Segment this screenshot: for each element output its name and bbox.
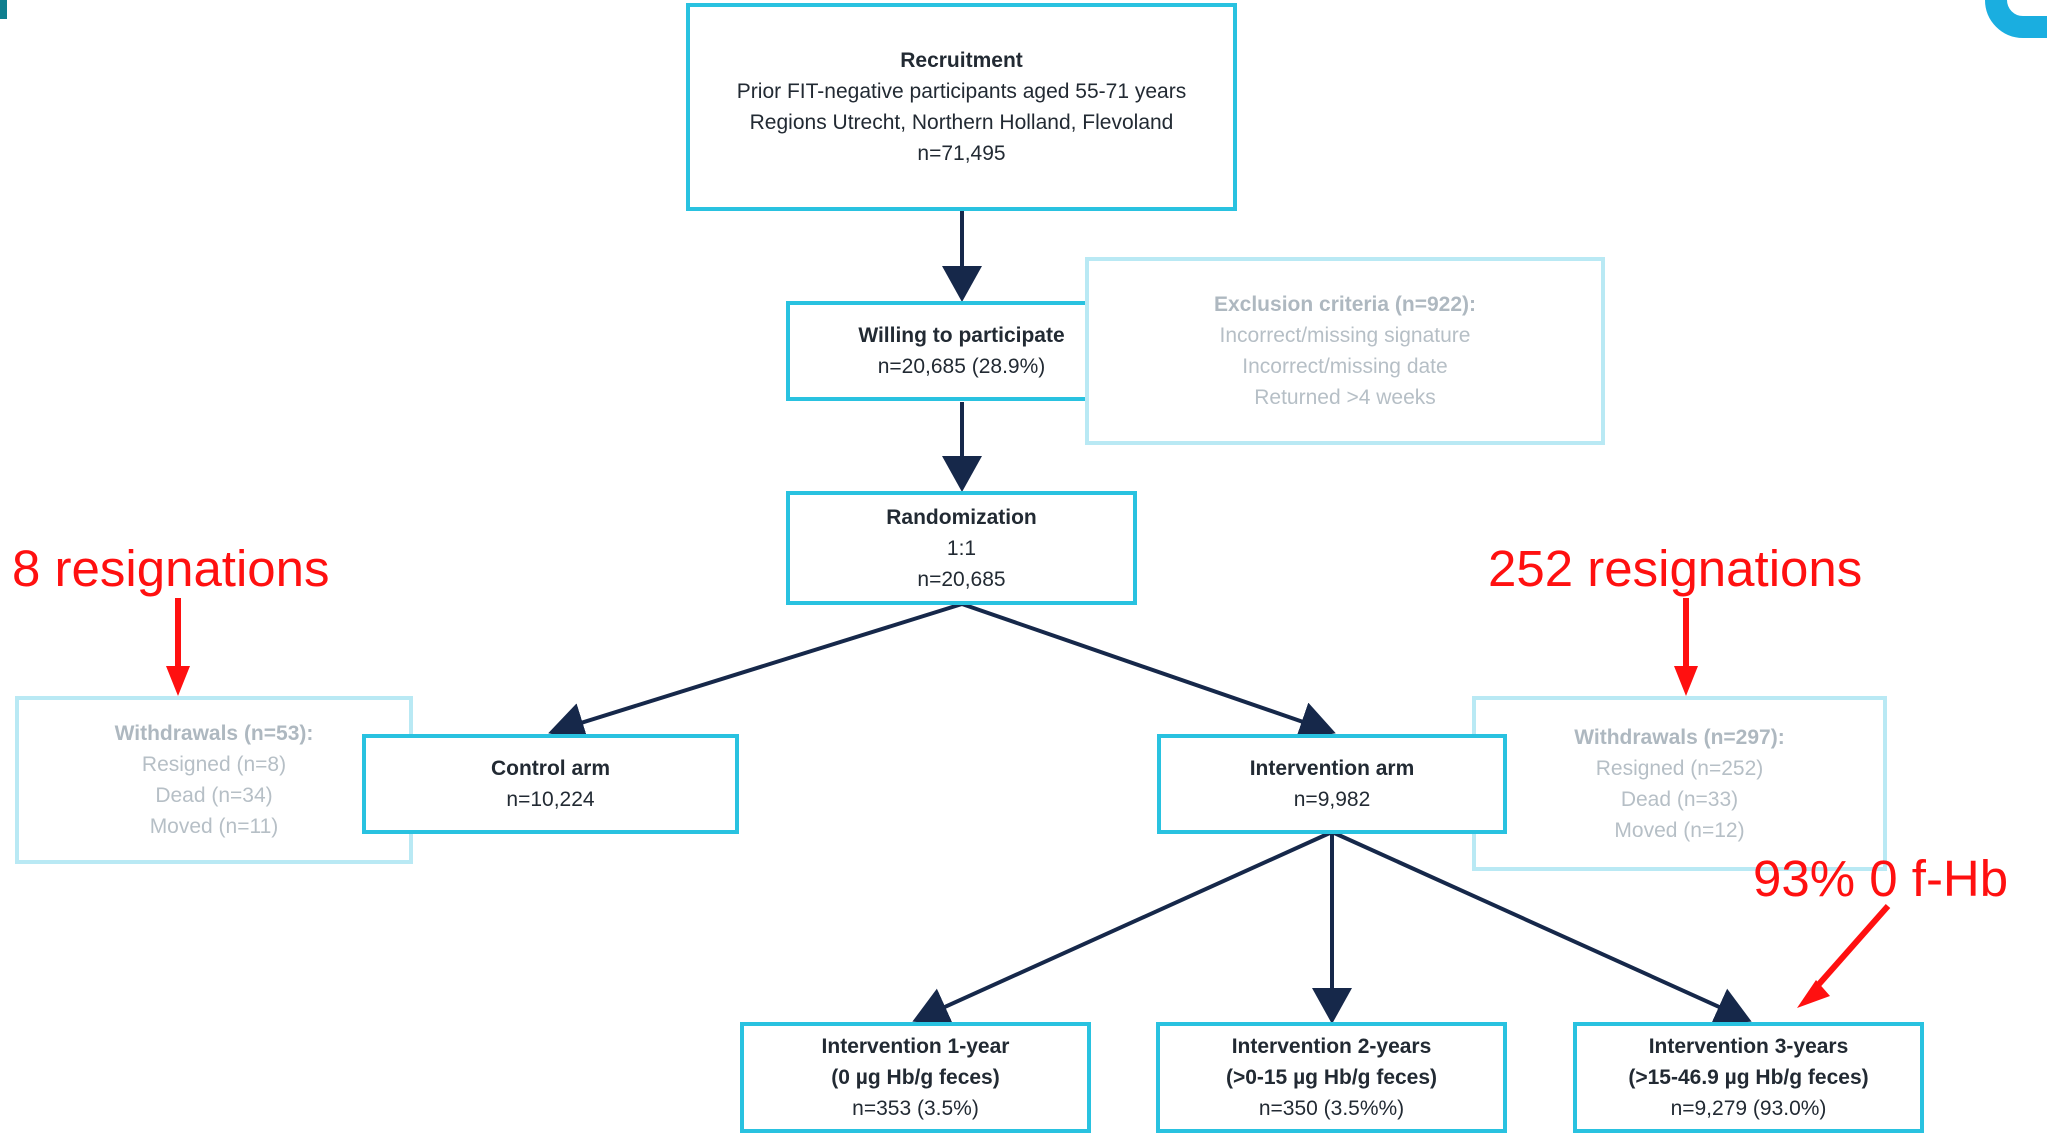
- randomization-title: Randomization: [886, 505, 1037, 529]
- exclusion-line-1: Incorrect/missing signature: [1219, 324, 1471, 347]
- arrow-randomization-to-intervention: [961, 602, 1336, 741]
- annotation-right: 252 resignations: [1488, 540, 1863, 597]
- exclusion-line-2: Incorrect/missing date: [1242, 355, 1448, 378]
- arrow-intervention-to-group-1: [912, 830, 1333, 1026]
- intervention-arm-count: n=9,982: [1293, 788, 1371, 811]
- exclusion-line-3: Returned >4 weeks: [1254, 386, 1436, 409]
- intervention-1-year-box: Intervention 1-year (0 µg Hb/g feces) n=…: [740, 1022, 1091, 1133]
- group-1-range: (0 µg Hb/g feces): [831, 1066, 1000, 1089]
- group-1-count: n=353 (3.5%): [852, 1097, 979, 1120]
- withdrawals-control-resigned: Resigned (n=8): [141, 753, 287, 776]
- withdrawals-intervention-title: Withdrawals (n=297):: [1574, 725, 1785, 749]
- randomization-ratio: 1:1: [946, 536, 977, 560]
- willing-title: Willing to participate: [858, 324, 1065, 347]
- withdrawals-intervention-box: Withdrawals (n=297): Resigned (n=252) De…: [1472, 696, 1887, 871]
- intervention-2-years-box: Intervention 2-years (>0-15 µg Hb/g fece…: [1156, 1022, 1507, 1133]
- withdrawals-control-title: Withdrawals (n=53):: [114, 722, 314, 745]
- withdrawals-control-dead: Dead (n=34): [155, 784, 273, 807]
- randomization-box: Randomization 1:1 n=20,685: [786, 491, 1137, 605]
- withdrawals-intervention-resigned: Resigned (n=252): [1595, 756, 1764, 780]
- annotation-arrow-bottom-head: [1797, 980, 1830, 1008]
- control-arm-count: n=10,224: [506, 788, 595, 811]
- group-3-count: n=9,279 (93.0%): [1670, 1097, 1827, 1120]
- control-arm-title: Control arm: [490, 757, 610, 780]
- control-arm-box: Control arm n=10,224: [362, 734, 739, 834]
- annotation-arrow-bottom-shaft: [1809, 904, 1891, 994]
- exclusion-box: Exclusion criteria (n=922): Incorrect/mi…: [1085, 257, 1605, 445]
- group-1-title: Intervention 1-year: [821, 1035, 1010, 1058]
- annotation-bottom: 93% 0 f-Hb: [1753, 850, 2009, 907]
- exclusion-title: Exclusion criteria (n=922):: [1213, 293, 1477, 316]
- group-2-title: Intervention 2-years: [1231, 1035, 1432, 1058]
- group-2-range: (>0-15 µg Hb/g feces): [1225, 1066, 1438, 1089]
- annotation-arrow-right-head: [1674, 666, 1698, 696]
- group-3-range: (>15-46.9 µg Hb/g feces): [1628, 1066, 1869, 1089]
- withdrawals-intervention-moved: Moved (n=12): [1614, 818, 1745, 842]
- withdrawals-intervention-dead: Dead (n=33): [1620, 787, 1739, 811]
- recruitment-count: n=71,495: [917, 142, 1006, 165]
- recruitment-box: Recruitment Prior FIT-negative participa…: [686, 3, 1237, 211]
- corner-mark-left: [0, 0, 7, 19]
- recruitment-line-1: Prior FIT-negative participants aged 55-…: [736, 80, 1187, 103]
- group-3-title: Intervention 3-years: [1648, 1035, 1849, 1058]
- annotation-arrow-left-head: [166, 666, 190, 696]
- recruitment-line-2: Regions Utrecht, Northern Holland, Flevo…: [749, 111, 1174, 134]
- intervention-3-years-box: Intervention 3-years (>15-46.9 µg Hb/g f…: [1573, 1022, 1924, 1133]
- group-2-count: n=350 (3.5%%): [1258, 1097, 1405, 1120]
- withdrawals-control-moved: Moved (n=11): [149, 815, 279, 838]
- arrow-intervention-to-group-3: [1331, 830, 1752, 1026]
- randomization-count: n=20,685: [917, 567, 1006, 591]
- intervention-arm-box: Intervention arm n=9,982: [1157, 734, 1507, 834]
- willing-box: Willing to participate n=20,685 (28.9%): [786, 301, 1137, 401]
- withdrawals-control-box: Withdrawals (n=53): Resigned (n=8) Dead …: [15, 696, 413, 864]
- arrow-randomization-to-control: [548, 602, 963, 742]
- annotation-left: 8 resignations: [12, 540, 330, 597]
- intervention-arm-title: Intervention arm: [1249, 757, 1415, 780]
- willing-count: n=20,685 (28.9%): [877, 355, 1046, 378]
- recruitment-title: Recruitment: [900, 49, 1023, 72]
